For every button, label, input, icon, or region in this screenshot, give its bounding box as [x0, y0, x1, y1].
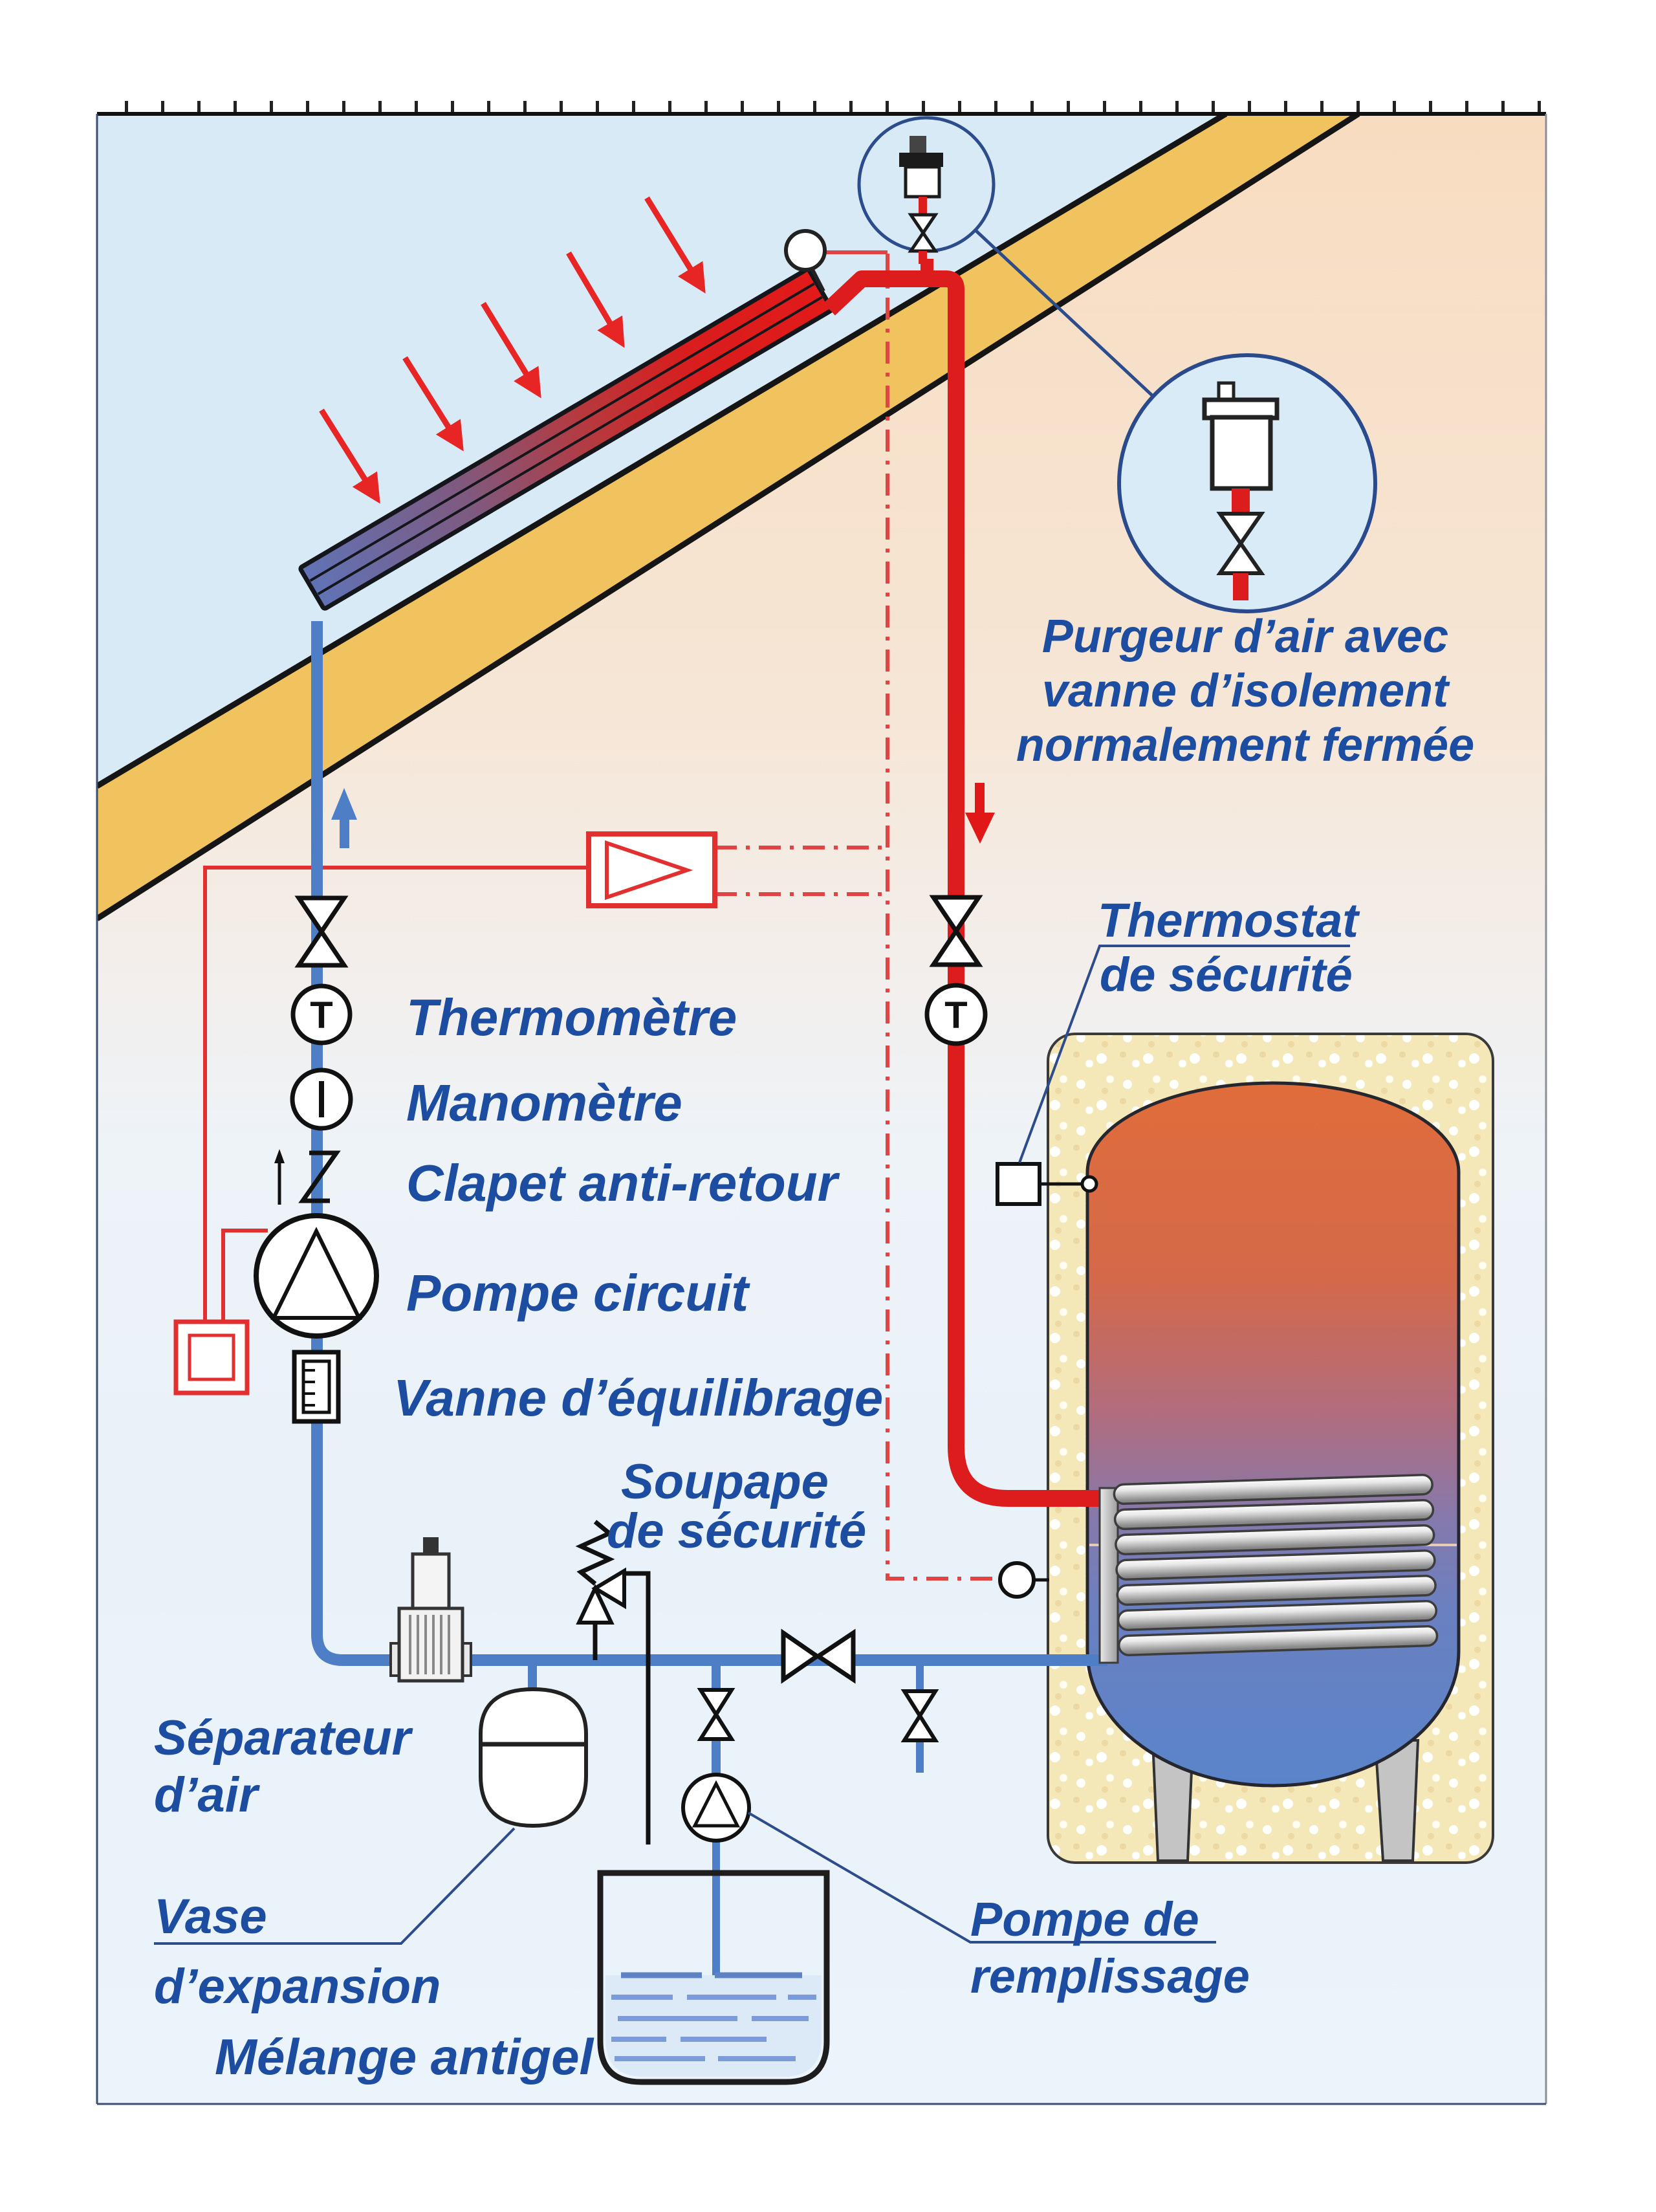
- sensor-capillary-lines: [715, 254, 999, 1581]
- circuit-pump-icon: [254, 1213, 379, 1339]
- pump-control-box: [173, 1319, 250, 1396]
- coil-turn: [1117, 1599, 1438, 1631]
- coil-turn: [1113, 1474, 1433, 1506]
- cold-pipe: [311, 621, 1107, 1666]
- thermometer-letter: T: [944, 994, 967, 1036]
- gate-valve-icon: [781, 1628, 856, 1684]
- box-to-pump-wire: [221, 1229, 268, 1320]
- thermometer-gauge-hot-icon: T: [924, 983, 988, 1046]
- sun-ray-arrow: [402, 356, 464, 452]
- sun-ray-arrow: [319, 408, 380, 504]
- vase-leader: [154, 1827, 516, 1945]
- label-melange: Mélange antigel: [215, 2028, 594, 2085]
- safety-valve-icon: [575, 1520, 651, 1845]
- label-separateur-2: d’air: [154, 1768, 261, 1823]
- flow-arrow-down: [965, 783, 995, 844]
- label-pompe-remplissage-1: Pompe de: [970, 1892, 1199, 1946]
- thermometer-gauge-icon: T: [290, 983, 353, 1046]
- thermometer-letter: T: [310, 994, 332, 1036]
- safety-thermostat-icon: [996, 1162, 1098, 1206]
- coil-turn: [1116, 1574, 1437, 1606]
- thermostat-leader: [1018, 945, 1350, 1163]
- manometer-gauge-icon: [290, 1068, 353, 1131]
- antifreeze-liquid: [605, 1975, 822, 2077]
- expansion-vessel-icon: [479, 1687, 588, 1828]
- shutoff-valve-hot-icon: [929, 895, 983, 967]
- sun-ray-arrow: [566, 251, 625, 348]
- labels: Purgeur d’air avec vanne d’isolement nor…: [154, 611, 1474, 2085]
- label-purgeur-3: normalement fermée: [1016, 719, 1474, 771]
- balancing-valve-icon: [292, 1350, 341, 1424]
- label-soupape-2: de sécurité: [607, 1504, 866, 1559]
- shutoff-valve-cold-icon: [294, 895, 349, 968]
- heat-exchanger-coil: [1113, 1474, 1439, 1656]
- solar-collector: [298, 267, 834, 611]
- label-purgeur-1: Purgeur d’air avec: [1042, 611, 1448, 663]
- hot-pipe: [823, 270, 1110, 1507]
- differential-controller: [586, 831, 717, 908]
- detail-leader-line: [974, 228, 1154, 397]
- container-outline: [597, 1870, 830, 2085]
- collector-sensor-icon: [784, 229, 827, 292]
- label-vanne-equilibrage: Vanne d’équilibrage: [393, 1369, 883, 1427]
- coil-turn: [1118, 1625, 1439, 1656]
- roof: [97, 114, 1360, 921]
- pump-control-wiring: [203, 866, 589, 1320]
- fill-pump-icon: [681, 1773, 751, 1843]
- air-vent-icon: [899, 136, 943, 215]
- label-manometre: Manomètre: [406, 1074, 682, 1132]
- liquid-dashes: [611, 1972, 816, 2061]
- flow-arrow-up: [331, 788, 357, 848]
- tank-sensor-icon: [998, 1561, 1049, 1599]
- label-vase-2: d’expansion: [154, 1959, 441, 2014]
- fill-valve-icon: [697, 1688, 735, 1741]
- air-vent-stub-large: [1233, 573, 1248, 600]
- air-vent-icon-large: [1202, 381, 1280, 514]
- leader-lines: [154, 945, 1350, 1945]
- coil-turn: [1115, 1549, 1436, 1581]
- air-vent-detail-circle: [1117, 353, 1377, 613]
- antifreeze-container: [597, 1870, 830, 2085]
- label-purgeur-2: vanne d’isolement: [1042, 665, 1450, 717]
- label-thermostat-1: Thermostat: [1098, 893, 1360, 947]
- label-clapet: Clapet anti-retour: [406, 1154, 840, 1212]
- label-pompe-remplissage-2: remplissage: [970, 1949, 1250, 2003]
- label-pompe-circuit: Pompe circuit: [406, 1264, 750, 1322]
- collector-to-tank-capillary: [886, 254, 999, 1581]
- ruler-ticks: [98, 101, 1546, 114]
- controller-to-box-wire: [203, 866, 589, 1320]
- coil-turn: [1115, 1524, 1435, 1556]
- label-thermostat-2: de sécurité: [1100, 948, 1353, 1002]
- storage-tank: [1085, 1081, 1461, 1788]
- sun-ray-arrows: [319, 196, 706, 504]
- fill-pump-leader: [747, 1812, 1216, 1944]
- check-valve-icon: [274, 1149, 341, 1205]
- label-soupape-1: Soupape: [621, 1454, 829, 1509]
- air-vent-assembly: [857, 116, 996, 264]
- frame: [96, 101, 1547, 2105]
- air-separator-icon: [389, 1537, 472, 1683]
- sun-ray-arrow: [644, 196, 706, 294]
- drain-valve-icon: [900, 1689, 939, 1742]
- coil-turn: [1113, 1499, 1435, 1531]
- sun-ray-arrow: [481, 301, 541, 399]
- label-separateur-1: Séparateur: [154, 1711, 413, 1766]
- label-vase-1: Vase: [154, 1889, 267, 1944]
- label-thermometre: Thermomètre: [406, 989, 737, 1046]
- air-vent-stub: [919, 251, 927, 264]
